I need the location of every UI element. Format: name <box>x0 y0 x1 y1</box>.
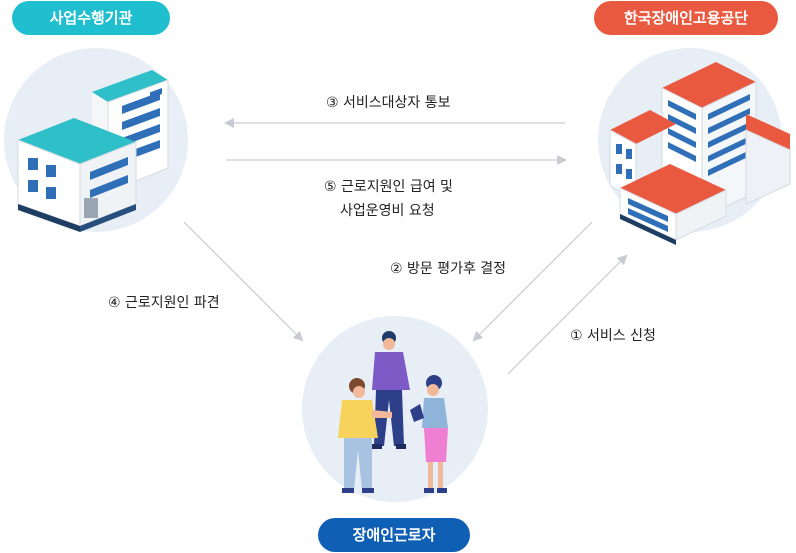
arrow-step4 <box>183 221 304 342</box>
step5-label-line2: 사업운영비 요청 <box>340 203 435 219</box>
step3-label: ③ 서비스대상자 통보 <box>326 95 451 111</box>
step1-label: ① 서비스 신청 <box>570 328 656 344</box>
agency-building-icon <box>17 70 169 232</box>
step5-label-line1: ⑤ 근로지원인 급여 및 <box>324 179 453 195</box>
step4-label: ④ 근로지원인 파견 <box>108 295 220 311</box>
arrow-step1 <box>507 254 628 375</box>
corporation-building-icon <box>609 62 791 245</box>
node-corporation: 한국장애인고용공단 <box>594 1 778 35</box>
workers-people-icon <box>338 331 448 493</box>
arrow-step2 <box>472 221 593 342</box>
step2-label: ② 방문 평가후 결정 <box>390 261 507 277</box>
node-workers: 장애인근로자 <box>318 518 470 552</box>
node-agency: 사업수행기관 <box>12 1 170 35</box>
